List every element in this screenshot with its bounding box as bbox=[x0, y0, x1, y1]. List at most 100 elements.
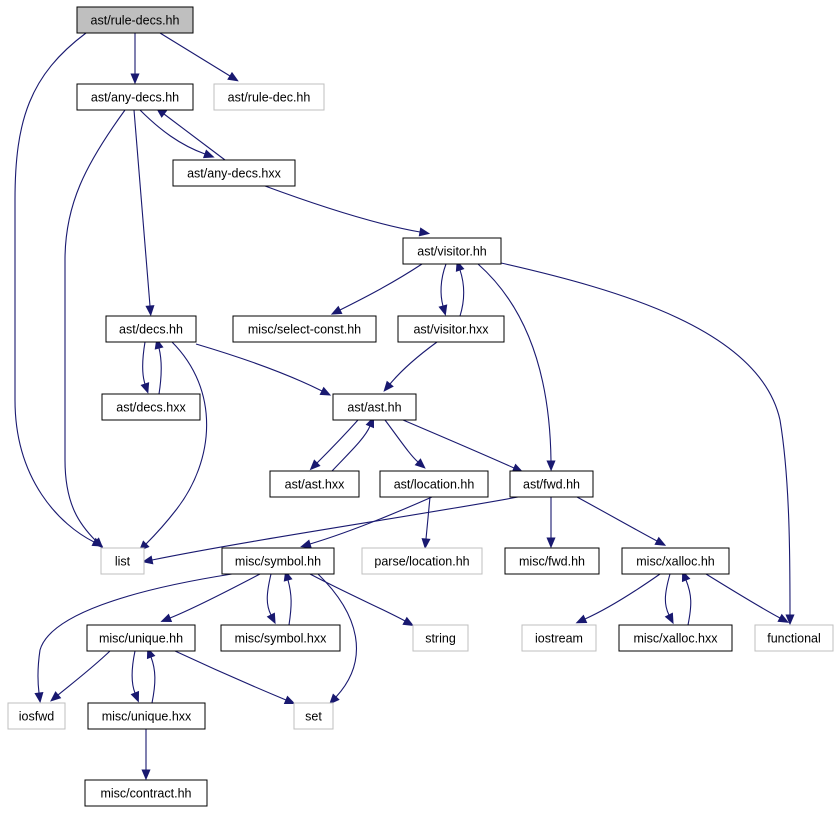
edge-line bbox=[133, 109, 151, 307]
edge-line bbox=[664, 573, 671, 616]
node-xalloc[interactable]: misc/xalloc.hh bbox=[621, 547, 730, 575]
edge-line bbox=[139, 109, 206, 155]
edge-xalloc-to-xalloc-hxx bbox=[664, 573, 674, 625]
node-iostream: iostream bbox=[521, 624, 597, 652]
edge-line bbox=[440, 263, 447, 307]
node-box bbox=[269, 470, 360, 498]
node-label: misc/symbol.hh bbox=[235, 555, 321, 569]
edge-line bbox=[459, 269, 465, 317]
edge-arrowhead bbox=[160, 613, 173, 623]
edge-line bbox=[389, 341, 438, 385]
node-box bbox=[76, 83, 194, 111]
node-list: list bbox=[100, 547, 145, 575]
node-rule-dec: ast/rule-dec.hh bbox=[213, 83, 325, 111]
node-ast[interactable]: ast/ast.hh bbox=[332, 393, 417, 421]
node-rule-decs[interactable]: ast/rule-decs.hh bbox=[76, 6, 194, 34]
edge-arrowhead bbox=[418, 227, 431, 237]
edge-line bbox=[309, 496, 433, 545]
edge-arrowhead bbox=[777, 613, 790, 623]
node-box bbox=[76, 6, 194, 34]
edge-line bbox=[264, 185, 421, 233]
node-location[interactable]: ast/location.hh bbox=[379, 470, 489, 498]
node-misc-fwd[interactable]: misc/fwd.hh bbox=[504, 547, 600, 575]
node-box bbox=[293, 702, 334, 730]
node-label: ast/ast.hxx bbox=[285, 478, 345, 492]
node-symbol-hxx[interactable]: misc/symbol.hxx bbox=[220, 624, 341, 652]
edge-arrowhead bbox=[309, 459, 321, 471]
edge-rule-decs-to-rule-dec bbox=[159, 32, 239, 82]
edge-arrowhead bbox=[664, 612, 674, 625]
edge-any-decs-hxx-to-visitor bbox=[264, 185, 431, 237]
node-box bbox=[412, 624, 469, 652]
node-set: set bbox=[293, 702, 334, 730]
edge-arrowhead bbox=[266, 612, 276, 625]
node-visitor[interactable]: ast/visitor.hh bbox=[402, 237, 502, 265]
node-label: list bbox=[115, 555, 131, 569]
node-unique-hxx[interactable]: misc/unique.hxx bbox=[87, 702, 206, 730]
edge-line bbox=[151, 496, 519, 561]
node-visitor-hxx[interactable]: ast/visitor.hxx bbox=[397, 315, 505, 343]
node-label: ast/any-decs.hxx bbox=[187, 167, 282, 181]
node-box bbox=[361, 547, 483, 575]
edge-xalloc-hxx-to-xalloc bbox=[681, 570, 692, 626]
node-box bbox=[379, 470, 489, 498]
node-box bbox=[397, 315, 505, 343]
nodes-layer: ast/rule-decs.hh ast/any-decs.hh ast/rule-… bbox=[7, 6, 834, 807]
edge-line bbox=[142, 341, 146, 385]
node-symbol[interactable]: misc/symbol.hh bbox=[221, 547, 335, 575]
edge-arrowhead bbox=[319, 386, 332, 396]
edge-line bbox=[500, 262, 791, 616]
node-box bbox=[618, 624, 733, 652]
node-box bbox=[101, 393, 201, 421]
node-box bbox=[754, 624, 834, 652]
edge-visitor-to-functional bbox=[500, 262, 795, 626]
edge-arrowhead bbox=[140, 382, 150, 394]
node-contract[interactable]: misc/contract.hh bbox=[84, 779, 208, 807]
edge-line bbox=[57, 650, 111, 696]
node-decs[interactable]: ast/decs.hh bbox=[105, 315, 197, 343]
edge-location-to-parse-location bbox=[421, 496, 431, 550]
edge-arrowhead bbox=[227, 71, 239, 82]
edge-any-decs-to-any-decs-hxx bbox=[139, 109, 215, 159]
edge-line bbox=[287, 579, 292, 626]
node-box bbox=[621, 547, 730, 575]
node-any-decs-hxx[interactable]: ast/any-decs.hxx bbox=[172, 159, 296, 187]
node-any-decs[interactable]: ast/any-decs.hh bbox=[76, 83, 194, 111]
edge-unique-hxx-to-unique bbox=[146, 647, 156, 704]
edge-line bbox=[131, 650, 136, 694]
edge-line bbox=[163, 113, 226, 161]
node-label: misc/fwd.hh bbox=[519, 555, 585, 569]
node-box bbox=[332, 393, 417, 421]
node-decs-hxx[interactable]: ast/decs.hxx bbox=[101, 393, 201, 421]
edge-arrowhead bbox=[785, 614, 795, 626]
node-label: ast/visitor.hxx bbox=[413, 323, 489, 337]
edge-symbol-to-set bbox=[317, 573, 357, 705]
node-label: misc/unique.hxx bbox=[102, 710, 192, 724]
node-fwd[interactable]: ast/fwd.hh bbox=[509, 470, 594, 498]
node-unique[interactable]: misc/unique.hh bbox=[86, 624, 196, 652]
edge-line bbox=[37, 573, 233, 694]
edge-fwd-to-list bbox=[141, 496, 519, 565]
node-box bbox=[84, 779, 208, 807]
node-box bbox=[509, 470, 594, 498]
edge-symbol-to-string bbox=[309, 573, 415, 626]
edge-any-decs-to-list bbox=[64, 109, 126, 549]
edge-arrowhead bbox=[34, 691, 44, 704]
edge-arrowhead bbox=[546, 537, 556, 549]
node-ast-hxx[interactable]: ast/ast.hxx bbox=[269, 470, 360, 498]
edge-decs-to-list bbox=[138, 341, 208, 552]
edge-line bbox=[309, 573, 406, 622]
edge-line bbox=[64, 109, 126, 542]
node-xalloc-hxx[interactable]: misc/xalloc.hxx bbox=[618, 624, 733, 652]
edge-line bbox=[384, 419, 419, 463]
node-parse-location: parse/location.hh bbox=[361, 547, 483, 575]
edge-unique-to-unique-hxx bbox=[130, 650, 140, 703]
edge-decs-to-ast bbox=[195, 343, 332, 396]
edge-any-decs-hxx-to-any-decs bbox=[155, 107, 226, 161]
edge-xalloc-to-functional bbox=[705, 573, 790, 623]
edge-visitor-to-fwd bbox=[477, 263, 556, 472]
node-label: misc/symbol.hxx bbox=[235, 632, 327, 646]
node-select-const[interactable]: misc/select-const.hh bbox=[232, 315, 377, 343]
edge-decs-hxx-to-decs bbox=[154, 338, 164, 395]
